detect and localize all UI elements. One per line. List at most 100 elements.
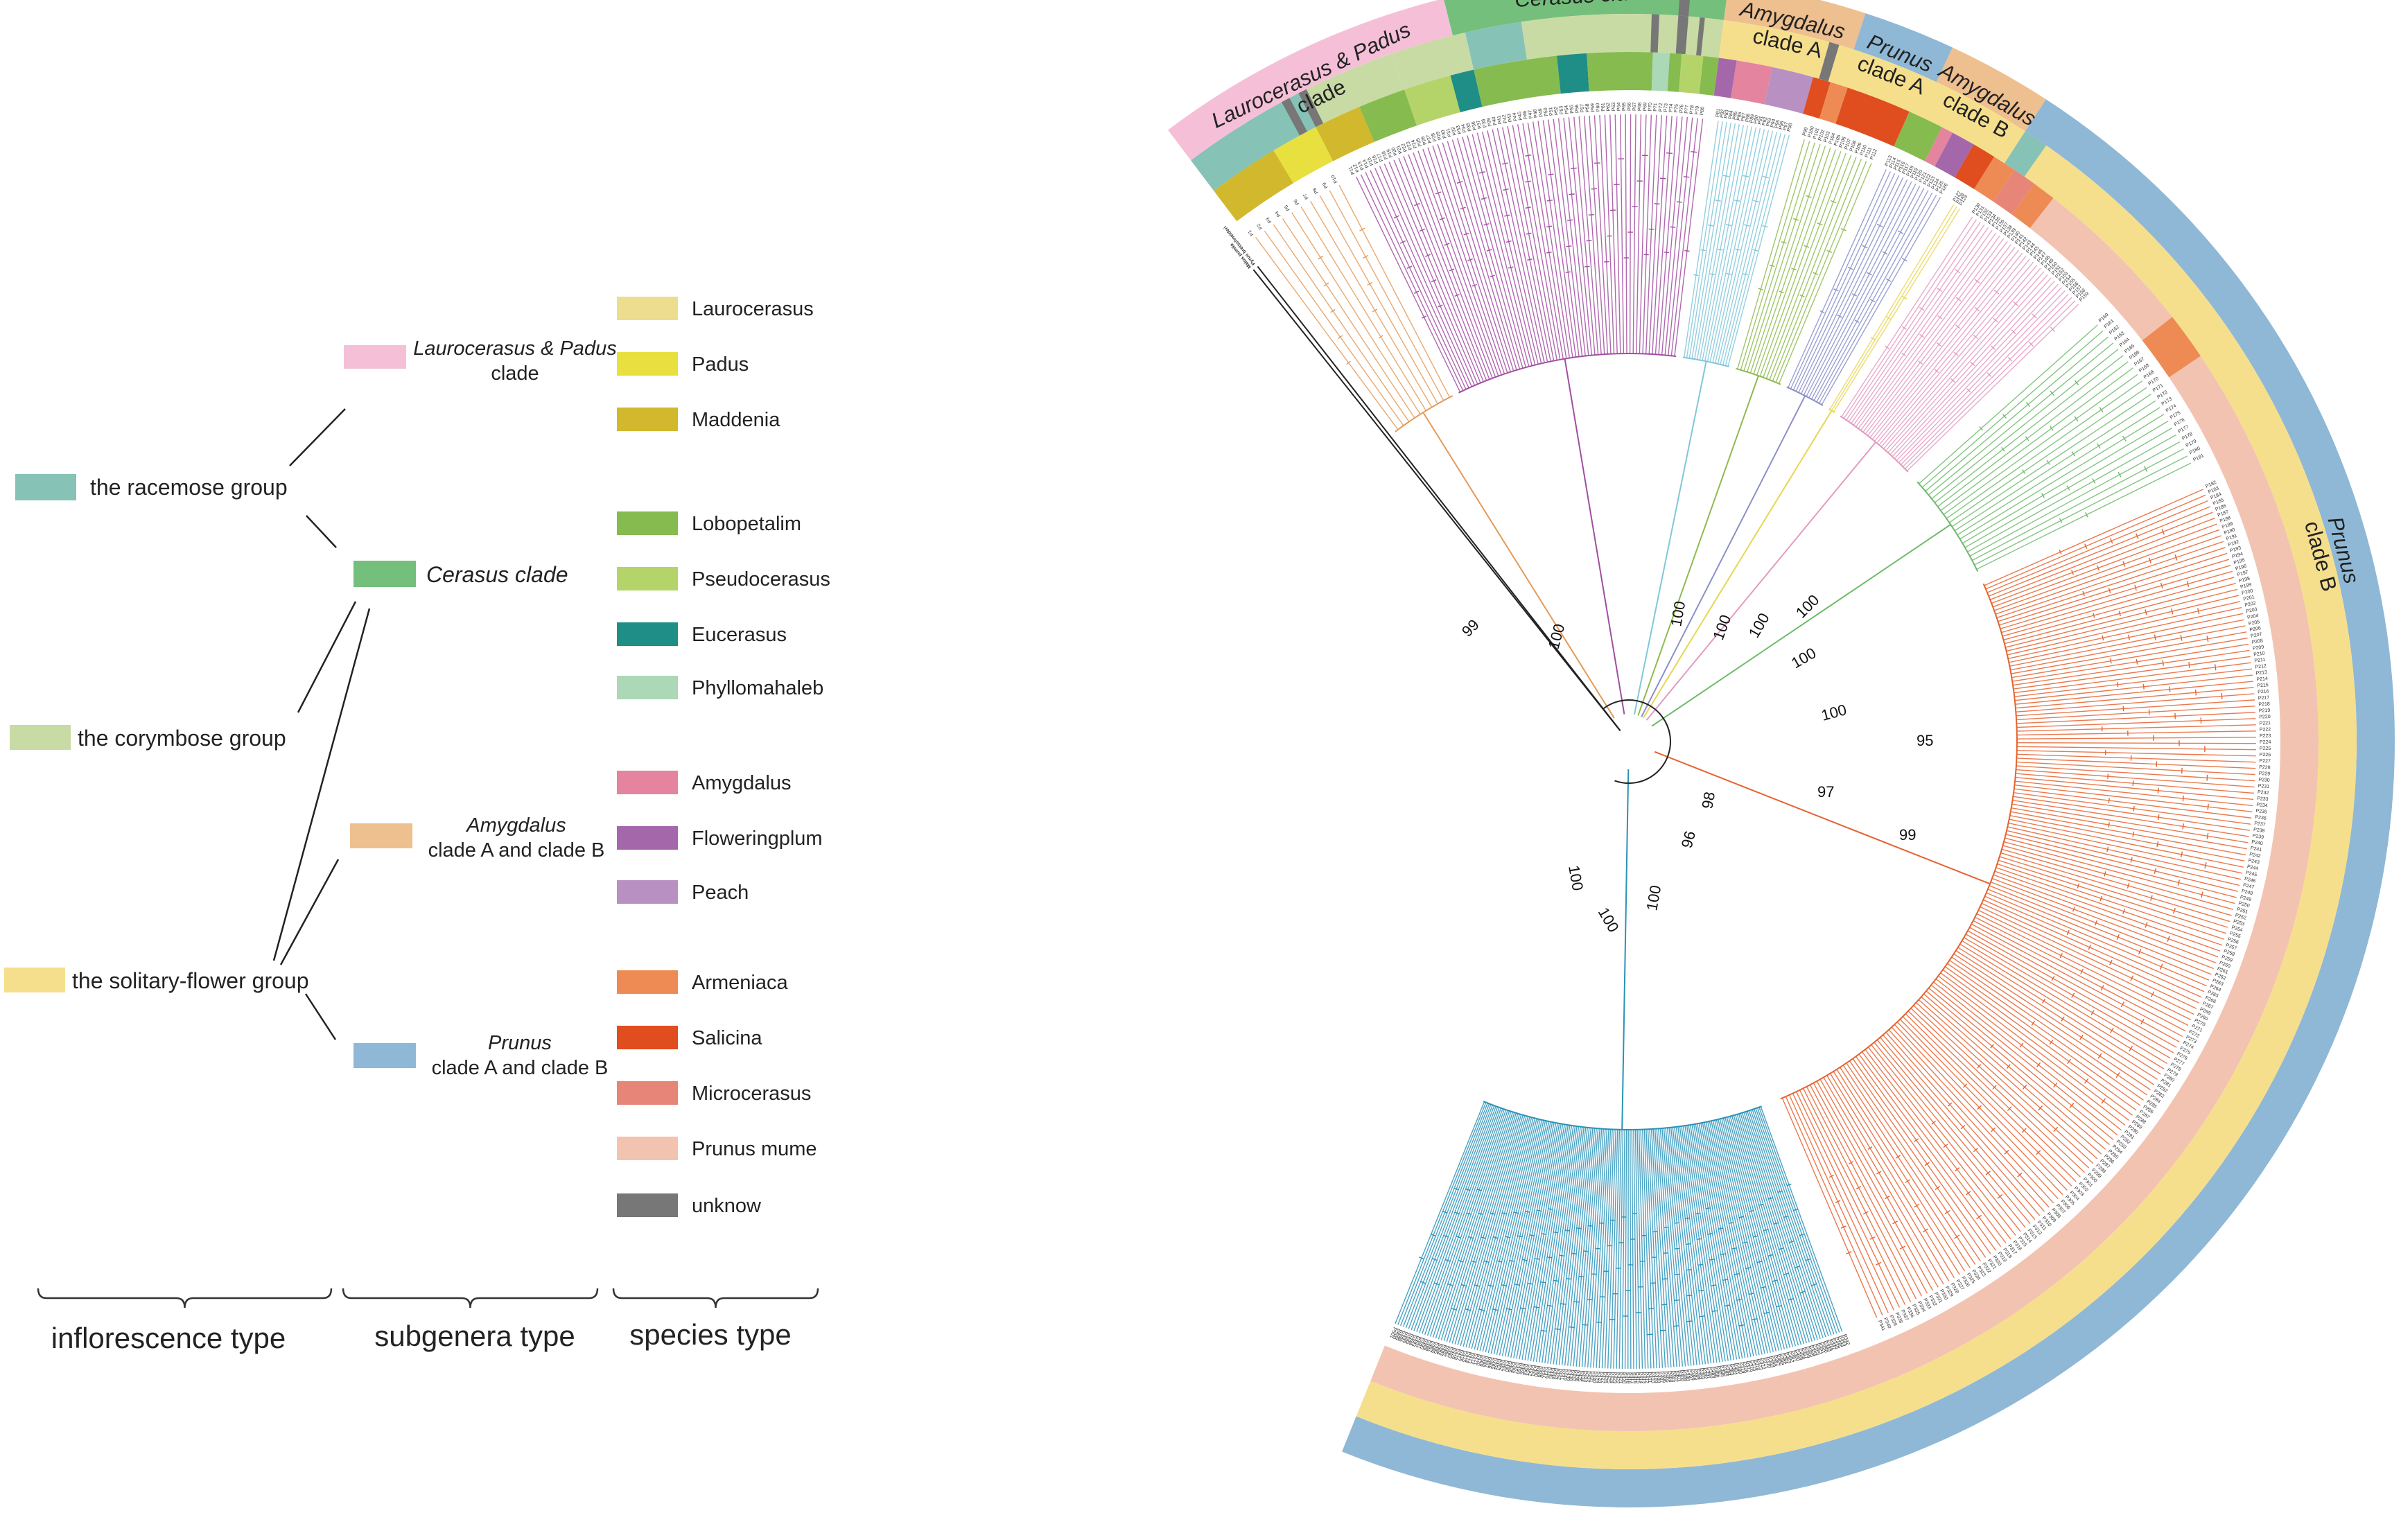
node-bar: [1886, 316, 1892, 320]
stem-8: [1654, 751, 1991, 885]
leaf-branch: [1643, 1129, 1654, 1369]
leaf-branch: [1741, 1112, 1813, 1342]
leaf-branch: [1411, 1105, 1495, 1331]
node-bar: [1526, 232, 1532, 235]
tip-label: P429: [1594, 1372, 1600, 1383]
tip-label: P373: [1756, 1358, 1763, 1371]
leaf-branch: [1989, 885, 2212, 975]
tip-label: P375: [1750, 1360, 1757, 1372]
leaf-branch: [1634, 1129, 1641, 1369]
tip-label: P432: [1585, 1371, 1591, 1383]
leaf-branch: [1836, 1069, 1966, 1272]
leaf-branch: [1714, 130, 1770, 364]
leaf-branch: [1954, 400, 2156, 532]
amygdalus-label: Amygdalus: [465, 814, 566, 837]
tip-label: P440: [1562, 1369, 1568, 1381]
tip-label: P206: [2249, 626, 2261, 633]
inflorescence-type-heading: inflorescence type: [51, 1322, 286, 1354]
node-bar: [1470, 1260, 1477, 1263]
tip-label: P476: [1458, 1349, 1466, 1362]
node-bar: [1792, 218, 1799, 221]
node-bar: [1508, 266, 1514, 269]
tip-label: P39: [1486, 117, 1493, 127]
node-bar: [2101, 1098, 2106, 1104]
tip-label: P98: [1787, 123, 1794, 132]
node-bar: [1753, 200, 1759, 202]
tip-label: P84: [1728, 110, 1734, 120]
node-bar: [1954, 1167, 1960, 1172]
tip-label: P19: [1386, 148, 1394, 158]
species-ring-seg-0: [1214, 150, 1293, 222]
tip-label: P451: [1530, 1365, 1536, 1376]
tip-label: P64: [1616, 102, 1621, 111]
tip-label: P73: [1664, 103, 1669, 112]
tip-label: P86: [1736, 112, 1743, 121]
connector-4: [279, 859, 340, 965]
leaf-branch: [1604, 1129, 1615, 1369]
node-bar: [1804, 245, 1810, 248]
tip-label: P490: [1419, 1338, 1427, 1350]
pseudocerasus-label: Pseudocerasus: [692, 568, 830, 590]
leaf-branch: [1980, 906, 2197, 1009]
node-bar: [1833, 288, 1839, 292]
leaf-branch: [1533, 1125, 1571, 1362]
node-bar: [1693, 274, 1699, 277]
node-bar: [2154, 634, 2156, 640]
tip-label: P353: [1812, 1344, 1820, 1356]
tip-label: P34: [1461, 123, 1468, 133]
node-bar: [2099, 895, 2103, 902]
tip-label: P74: [1668, 103, 1674, 112]
node-bar: [1519, 1307, 1526, 1310]
tip-label: P255: [2229, 931, 2242, 939]
leaf-branch: [1624, 1129, 1627, 1369]
node-bar: [2025, 436, 2029, 441]
tip-label: P76: [1679, 104, 1684, 113]
tip-label: P72: [1659, 103, 1664, 112]
leaf-branch: [1931, 349, 2119, 500]
tip-label: P257: [2225, 943, 2237, 952]
leaf-branch: [1998, 552, 2228, 626]
node-bar: [1586, 240, 1592, 242]
leaf-branch: [1454, 1114, 1522, 1345]
node-bar: [1936, 342, 1941, 347]
node-bar: [1931, 1121, 1936, 1125]
subgenera-brace: [342, 1288, 599, 1309]
node-bar: [2042, 998, 2046, 1004]
node-bar: [1885, 345, 1889, 349]
outgroup-branch-1: [1257, 265, 1621, 731]
node-bar: [1854, 320, 1860, 323]
tip-label: P200: [2242, 588, 2254, 596]
tip-label: P364: [1781, 1352, 1789, 1365]
leaf-branch: [1905, 1013, 2077, 1182]
leaf-branch: [1413, 152, 1496, 378]
leaf-branch: [1772, 159, 1862, 382]
tip-label: P29: [1435, 130, 1442, 140]
leaf-branch: [1598, 1129, 1612, 1369]
tip-label: P411: [1647, 1372, 1652, 1383]
leaf-branch: [1891, 1026, 2054, 1204]
node-bar: [1338, 335, 1343, 340]
cerasus-label: Cerasus clade: [426, 562, 568, 587]
node-bar: [1566, 245, 1572, 247]
species-ring-seg-10: [1667, 53, 1682, 92]
inflorescence-ring-seg-6: [2004, 131, 2047, 177]
leaf-branch: [2003, 577, 2235, 640]
leaf-branch: [1965, 934, 2174, 1053]
leaf-branch: [1300, 206, 1426, 411]
node-bar: [1527, 1282, 1533, 1285]
node-bar: [1828, 1175, 1834, 1178]
node-bar: [2080, 968, 2084, 974]
leaf-branch: [1967, 930, 2177, 1048]
node-bar: [1699, 1315, 1706, 1318]
leaf-branch: [1365, 172, 1467, 390]
node-bar: [2108, 588, 2111, 593]
leaf-branch: [1636, 1129, 1643, 1369]
node-bar: [2156, 841, 2159, 848]
tip-label: P423: [1612, 1372, 1616, 1384]
tip-label: P203: [2246, 607, 2258, 614]
leaf-branch: [1674, 119, 1704, 356]
leaf-branch: [1998, 859, 2226, 934]
tip-label: P363: [1784, 1351, 1792, 1364]
node-bar: [1924, 1162, 1930, 1166]
leaf-branch: [1607, 1129, 1616, 1369]
